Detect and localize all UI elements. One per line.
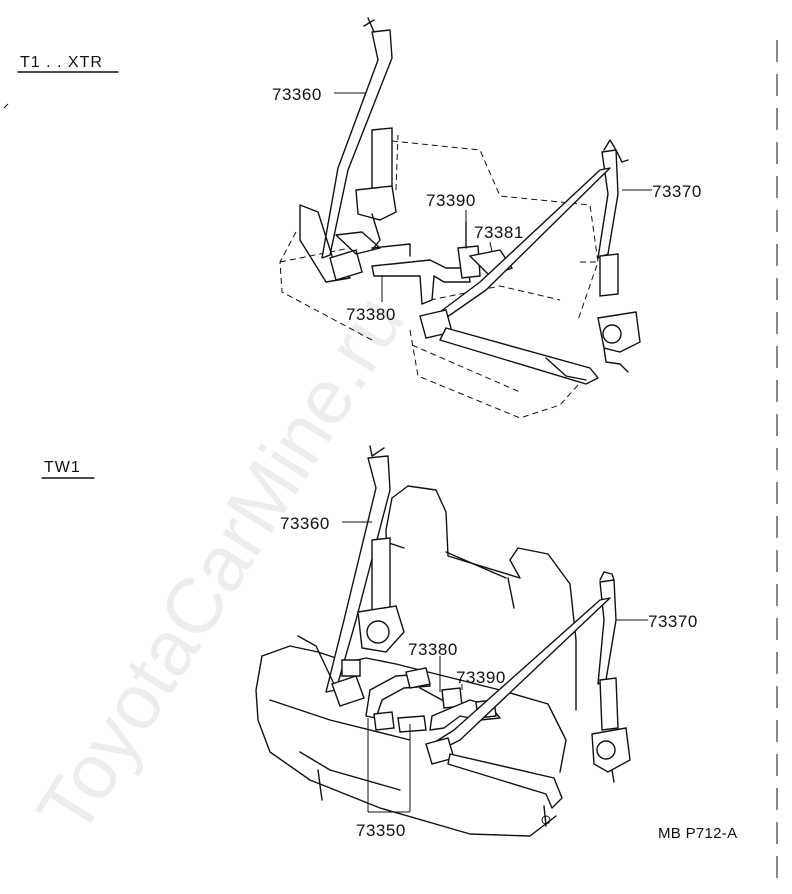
- label-73360-top: 73360: [272, 85, 322, 104]
- belt-73360-top: [321, 29, 393, 259]
- latch-plate-bottom-left: [331, 675, 365, 707]
- latch-plate-top-left: [329, 249, 363, 281]
- bottom-assembly: [255, 445, 631, 837]
- belt-73380-top: [371, 259, 471, 305]
- label-73390-bottom: 73390: [456, 668, 506, 687]
- seat-back-bottom: [391, 485, 577, 711]
- left-tick: [3, 103, 9, 109]
- label-73390-top: 73390: [426, 191, 476, 210]
- label-73370-bottom: 73370: [648, 612, 698, 631]
- label-73380-top: 73380: [346, 305, 396, 324]
- section-label-top: T1 . . XTR: [20, 54, 103, 71]
- label-73350-bottom: 73350: [356, 821, 406, 840]
- label-73381-top: 73381: [474, 223, 524, 242]
- label-73380-bottom: 73380: [408, 640, 458, 659]
- drawing-code: MB P712-A: [658, 825, 737, 842]
- top-assembly: [279, 17, 641, 419]
- belt-73370-top: [597, 149, 619, 259]
- seat-cushion-bottom: [261, 645, 567, 773]
- buckle-73390-top: [457, 245, 481, 279]
- belt-73370-bottom: [597, 579, 617, 685]
- section-label-bottom: TW1: [44, 459, 81, 476]
- label-73360-bottom: 73360: [280, 514, 330, 533]
- label-73370-top: 73370: [652, 182, 702, 201]
